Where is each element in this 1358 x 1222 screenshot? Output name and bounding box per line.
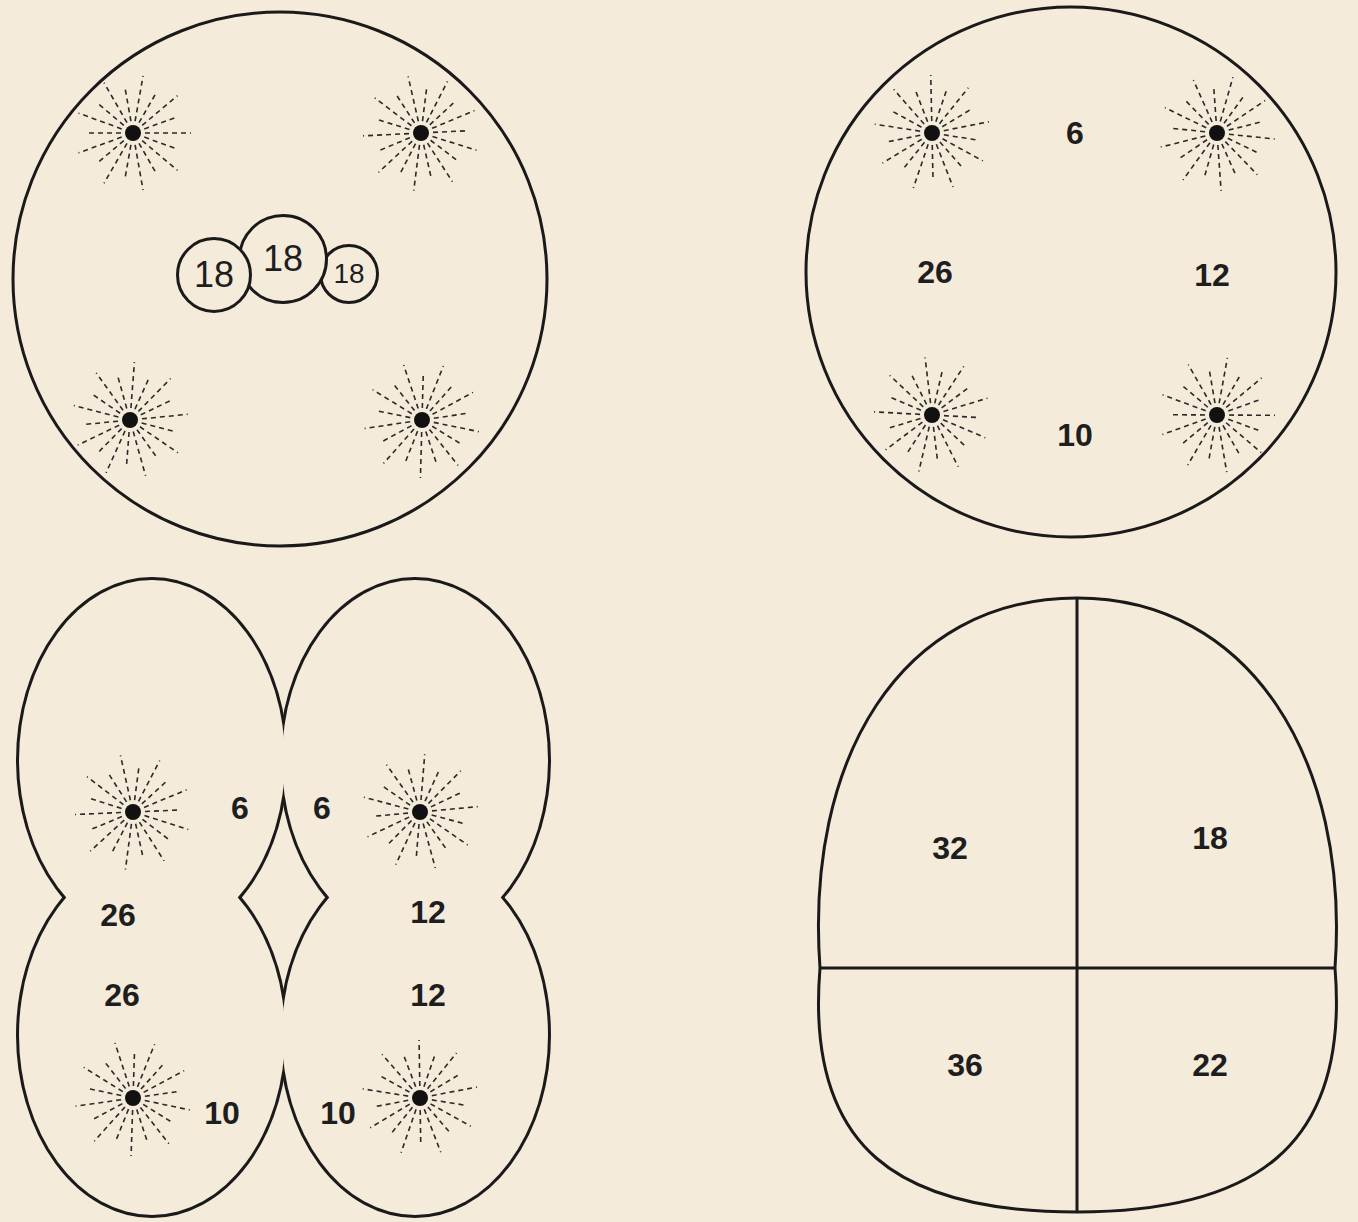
aster xyxy=(363,1040,477,1153)
aster-group xyxy=(74,75,1275,1156)
aster xyxy=(75,755,188,869)
aster xyxy=(78,76,191,190)
chromosome-count: 22 xyxy=(1192,1049,1228,1081)
chromosome-count: 10 xyxy=(1057,417,1093,453)
cell-outline xyxy=(806,7,1336,537)
cell-quadrant: 22 xyxy=(1184,1043,1236,1087)
cell-quadrant: 36 xyxy=(939,1043,991,1087)
chromosome-count: 32 xyxy=(932,832,968,864)
chromosome-count: 12 xyxy=(410,894,446,930)
chromosome-count: 12 xyxy=(1194,257,1230,293)
chromosome-group-circle: 18 xyxy=(319,244,379,304)
chromosome-count: 6 xyxy=(1066,115,1084,151)
cell-quadrant: 32 xyxy=(924,826,976,870)
aster xyxy=(363,76,476,190)
chromosome-count: 18 xyxy=(194,257,234,293)
aster xyxy=(364,754,478,868)
chromosome-count: 26 xyxy=(917,254,953,290)
chromosome-count: 26 xyxy=(104,977,140,1013)
dividing-cell-outline xyxy=(19,580,548,1215)
four-cell-outline xyxy=(818,598,1336,1212)
chromosome-count: 6 xyxy=(231,790,249,826)
chromosome-count: 6 xyxy=(313,790,331,826)
aster xyxy=(874,357,987,471)
chromosome-count: 36 xyxy=(947,1049,983,1081)
chromosome-count: 10 xyxy=(204,1095,240,1131)
aster xyxy=(1161,77,1275,191)
cell-outline xyxy=(13,12,547,546)
aster xyxy=(365,365,479,478)
aster xyxy=(76,1043,190,1156)
aster xyxy=(1162,358,1275,472)
cell-quadrant: 18 xyxy=(1184,816,1236,860)
chromosome-count: 18 xyxy=(1192,822,1228,854)
aster xyxy=(875,75,989,188)
chromosome-count: 10 xyxy=(320,1095,356,1131)
aster xyxy=(74,362,188,476)
chromosome-count: 18 xyxy=(263,241,303,277)
chromosome-group-circle: 18 xyxy=(176,237,252,313)
chromosome-count: 12 xyxy=(410,977,446,1013)
chromosome-count: 26 xyxy=(100,897,136,933)
chromosome-count: 18 xyxy=(333,260,364,288)
chromosome-group-circle: 18 xyxy=(238,214,328,304)
